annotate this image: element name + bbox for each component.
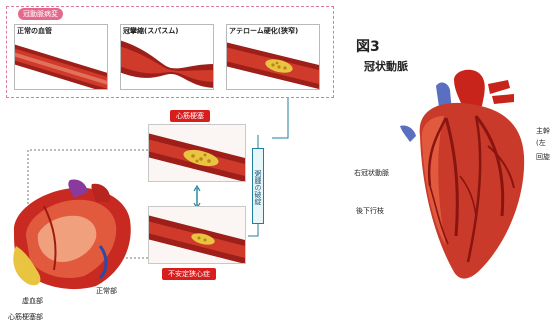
main-trunk-label: 主幹: [536, 126, 550, 136]
right-coronary-label: 右冠状動脈: [354, 168, 389, 178]
unstable-vessel-panel: [148, 206, 246, 264]
ischemic-area-label: 虚血部: [22, 296, 43, 306]
plaque-rupture-label: 粥腫の破綻: [252, 148, 264, 224]
mi-vessel-panel: [148, 124, 246, 182]
circumflex-label: 回旋: [536, 152, 550, 162]
posterior-descending-label: 後下行枝: [356, 206, 384, 216]
unstable-angina-tag: 不安定狭心症: [162, 268, 216, 280]
left-paren-label: (左: [536, 138, 546, 148]
coronary-heart-illustration: [396, 66, 536, 316]
heart-cross-section-illustration: [4, 176, 140, 294]
figure-number: 図3: [356, 36, 380, 56]
unstable-vessel-illustration: [149, 207, 246, 264]
infarct-area-label: 心筋梗塞部: [8, 312, 43, 322]
normal-area-label: 正常部: [96, 286, 117, 296]
mi-vessel-illustration: [149, 125, 246, 182]
mi-tag: 心筋梗塞: [170, 110, 210, 122]
